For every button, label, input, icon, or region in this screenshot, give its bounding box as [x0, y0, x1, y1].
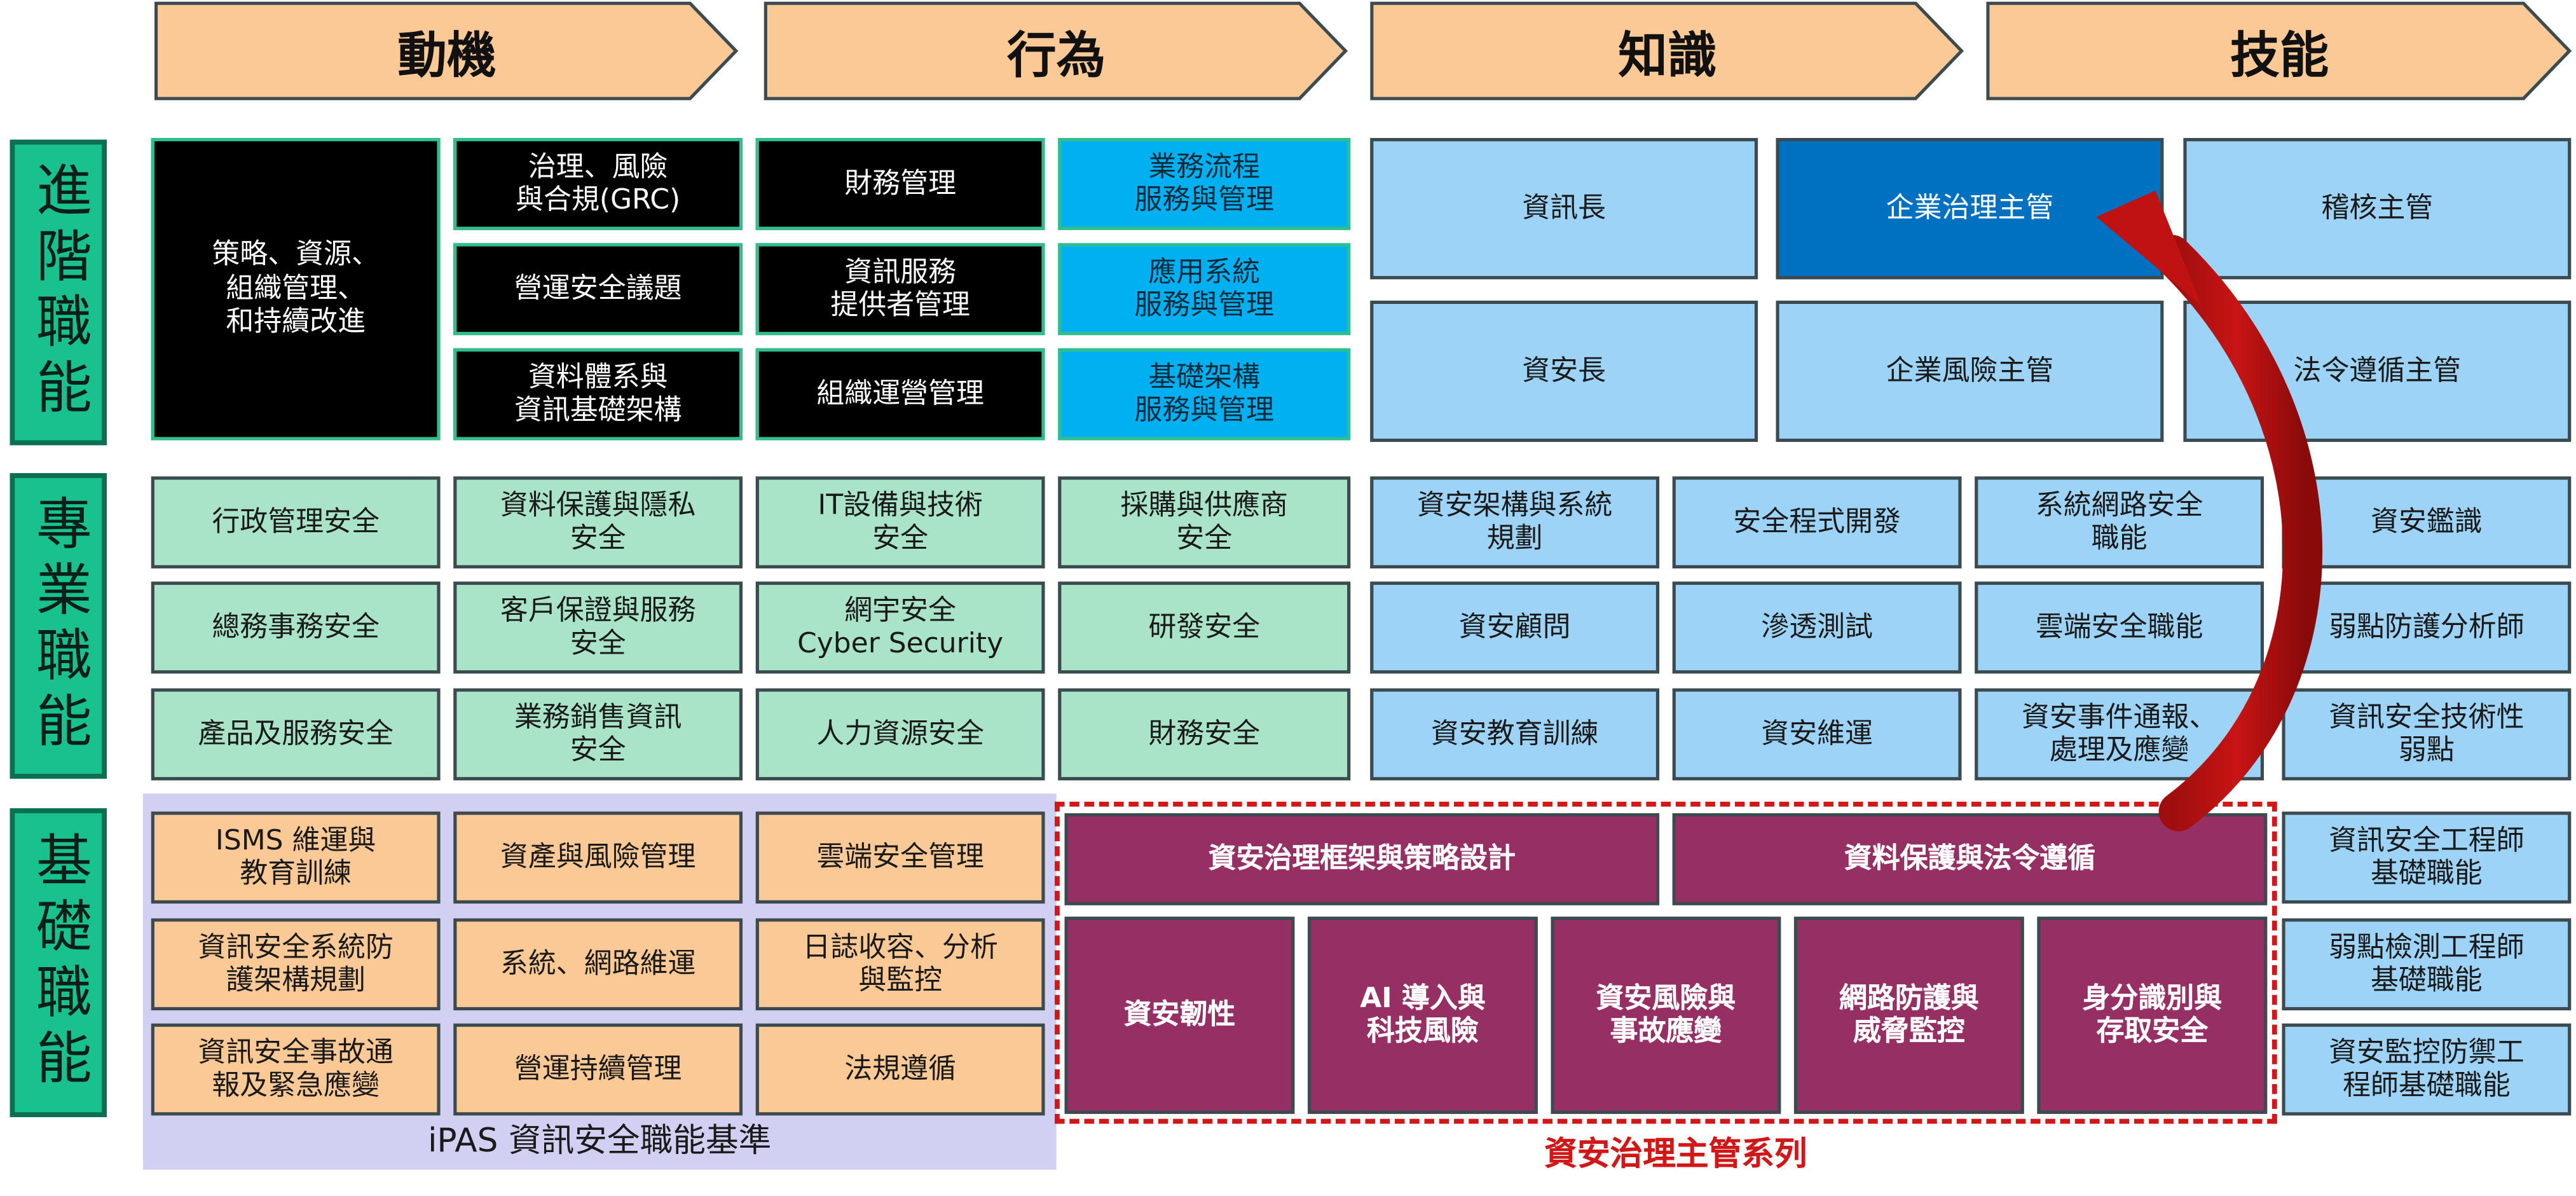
side-label-text: 基礎職能: [25, 831, 92, 1094]
cell-gov-bottom: 身分識別與 存取安全: [2037, 916, 2268, 1114]
cell-ipas: 資訊安全事故通 報及緊急應變: [151, 1023, 441, 1116]
side-label-professional: 專業職能: [10, 473, 107, 779]
cell-gov-top: 資料保護與法令遵循: [1672, 813, 2268, 905]
header-behavior: 行為: [764, 1, 1349, 100]
cell-gov-bottom: 資安風險與 事故應變: [1551, 916, 1781, 1114]
cell-finance-mgmt: 財務管理: [755, 138, 1045, 230]
cell-org-ops: 組織運營管理: [755, 348, 1045, 441]
cell-pro-blue: 雲端安全職能: [1975, 581, 2264, 674]
cell-gov-bottom: 資安韌性: [1064, 916, 1295, 1114]
header-label: 知識: [1618, 27, 1717, 86]
cell-ipas: 雲端安全管理: [755, 811, 1045, 904]
side-label-advanced: 進階職能: [10, 139, 107, 446]
cell-pro-blue: 資安維運: [1672, 688, 1962, 781]
cell-strategy: 策略、資源、 組織管理、 和持續改進: [151, 138, 441, 441]
cell-pro-mint: 人力資源安全: [755, 688, 1045, 781]
header-label: 行為: [1007, 27, 1106, 86]
cell-pro-blue: 資安顧問: [1370, 581, 1660, 674]
cell-pro-blue: 資訊安全技術性 弱點: [2282, 688, 2572, 781]
header-arrow-shape: [154, 1, 739, 100]
cell-ipas: 資訊安全系統防 護架構規劃: [151, 918, 441, 1011]
governance-series-label: 資安治理主管系列: [1544, 1133, 1807, 1173]
cell-pro-blue: 滲透測試: [1672, 581, 1962, 674]
cell-ipas: 日誌收容、分析 與監控: [755, 918, 1045, 1011]
cell-pro-blue: 弱點防護分析師: [2282, 581, 2572, 674]
header-arrow-shape: [1370, 1, 1964, 100]
cell-pro-mint: IT設備與技術 安全: [755, 476, 1045, 568]
side-label-text: 進階職能: [25, 161, 92, 424]
cell-ipas: 系統、網路維運: [453, 918, 743, 1011]
cell-pro-blue: 安全程式開發: [1672, 476, 1962, 568]
header-knowledge: 知識: [1370, 1, 1964, 100]
cell-infra: 基礎架構 服務與管理: [1058, 348, 1351, 441]
cell-pro-blue: 資安教育訓練: [1370, 688, 1660, 781]
cell-engineer: 資安監控防禦工 程師基礎職能: [2282, 1023, 2572, 1116]
cell-pro-mint: 產品及服務安全: [151, 688, 441, 781]
cell-pro-mint: 客戶保證與服務 安全: [453, 581, 743, 674]
governance-series-box: [1055, 801, 2277, 1124]
cell-ipas: 資產與風險管理: [453, 811, 743, 904]
cell-pro-mint: 業務銷售資訊 安全: [453, 688, 743, 781]
header-skill: 技能: [1986, 1, 2573, 100]
cell-corp-gov: 企業治理主管: [1776, 138, 2164, 280]
cell-pro-mint: 資料保護與隱私 安全: [453, 476, 743, 568]
header-label: 動機: [397, 27, 497, 86]
cell-biz-process: 業務流程 服務與管理: [1058, 138, 1351, 230]
cell-audit: 稽核主管: [2183, 138, 2572, 280]
side-label-basic: 基礎職能: [10, 808, 107, 1117]
header-motivation: 動機: [154, 1, 739, 100]
side-label-text: 專業職能: [25, 494, 92, 758]
cell-ops-security: 營運安全議題: [453, 243, 743, 336]
cell-ipas: ISMS 維運與 教育訓練: [151, 811, 441, 904]
cell-gov-bottom: AI 導入與 科技風險: [1308, 916, 1538, 1114]
cell-pro-mint: 財務安全: [1058, 688, 1351, 781]
cell-pro-blue: 資安鑑識: [2282, 476, 2572, 568]
cell-gov-top: 資安治理框架與策略設計: [1064, 813, 1660, 905]
cell-compliance: 法令遵循主管: [2183, 300, 2572, 443]
cell-pro-mint: 研發安全: [1058, 581, 1351, 674]
cell-pro-mint: 網宇安全 Cyber Security: [755, 581, 1045, 674]
cell-it-service: 資訊服務 提供者管理: [755, 243, 1045, 336]
cell-ciso: 資安長: [1370, 300, 1758, 443]
cell-gov-bottom: 網路防護與 威脅監控: [1793, 916, 2024, 1114]
cell-pro-mint: 總務事務安全: [151, 581, 441, 674]
ipas-label: iPAS 資訊安全職能基準: [428, 1120, 772, 1160]
header-arrow-shape: [1986, 1, 2572, 100]
cell-corp-risk: 企業風險主管: [1776, 300, 2164, 443]
cell-ipas: 法規遵循: [755, 1023, 1045, 1116]
cell-data-arch: 資料體系與 資訊基礎架構: [453, 348, 743, 441]
cell-app-system: 應用系統 服務與管理: [1058, 243, 1351, 336]
header-label: 技能: [2230, 27, 2329, 86]
cell-pro-mint: 採購與供應商 安全: [1058, 476, 1351, 568]
cell-engineer: 弱點檢測工程師 基礎職能: [2282, 918, 2572, 1011]
cell-pro-blue: 資安事件通報、 處理及應變: [1975, 688, 2264, 781]
cell-cio: 資訊長: [1370, 138, 1758, 280]
cell-pro-mint: 行政管理安全: [151, 476, 441, 568]
cell-pro-blue: 系統網路安全 職能: [1975, 476, 2264, 568]
cell-ipas: 營運持續管理: [453, 1023, 743, 1116]
cell-grc: 治理、風險 與合規(GRC): [453, 138, 743, 230]
header-arrow-shape: [764, 1, 1348, 100]
cell-pro-blue: 資安架構與系統 規劃: [1370, 476, 1660, 568]
cell-engineer: 資訊安全工程師 基礎職能: [2282, 811, 2572, 904]
